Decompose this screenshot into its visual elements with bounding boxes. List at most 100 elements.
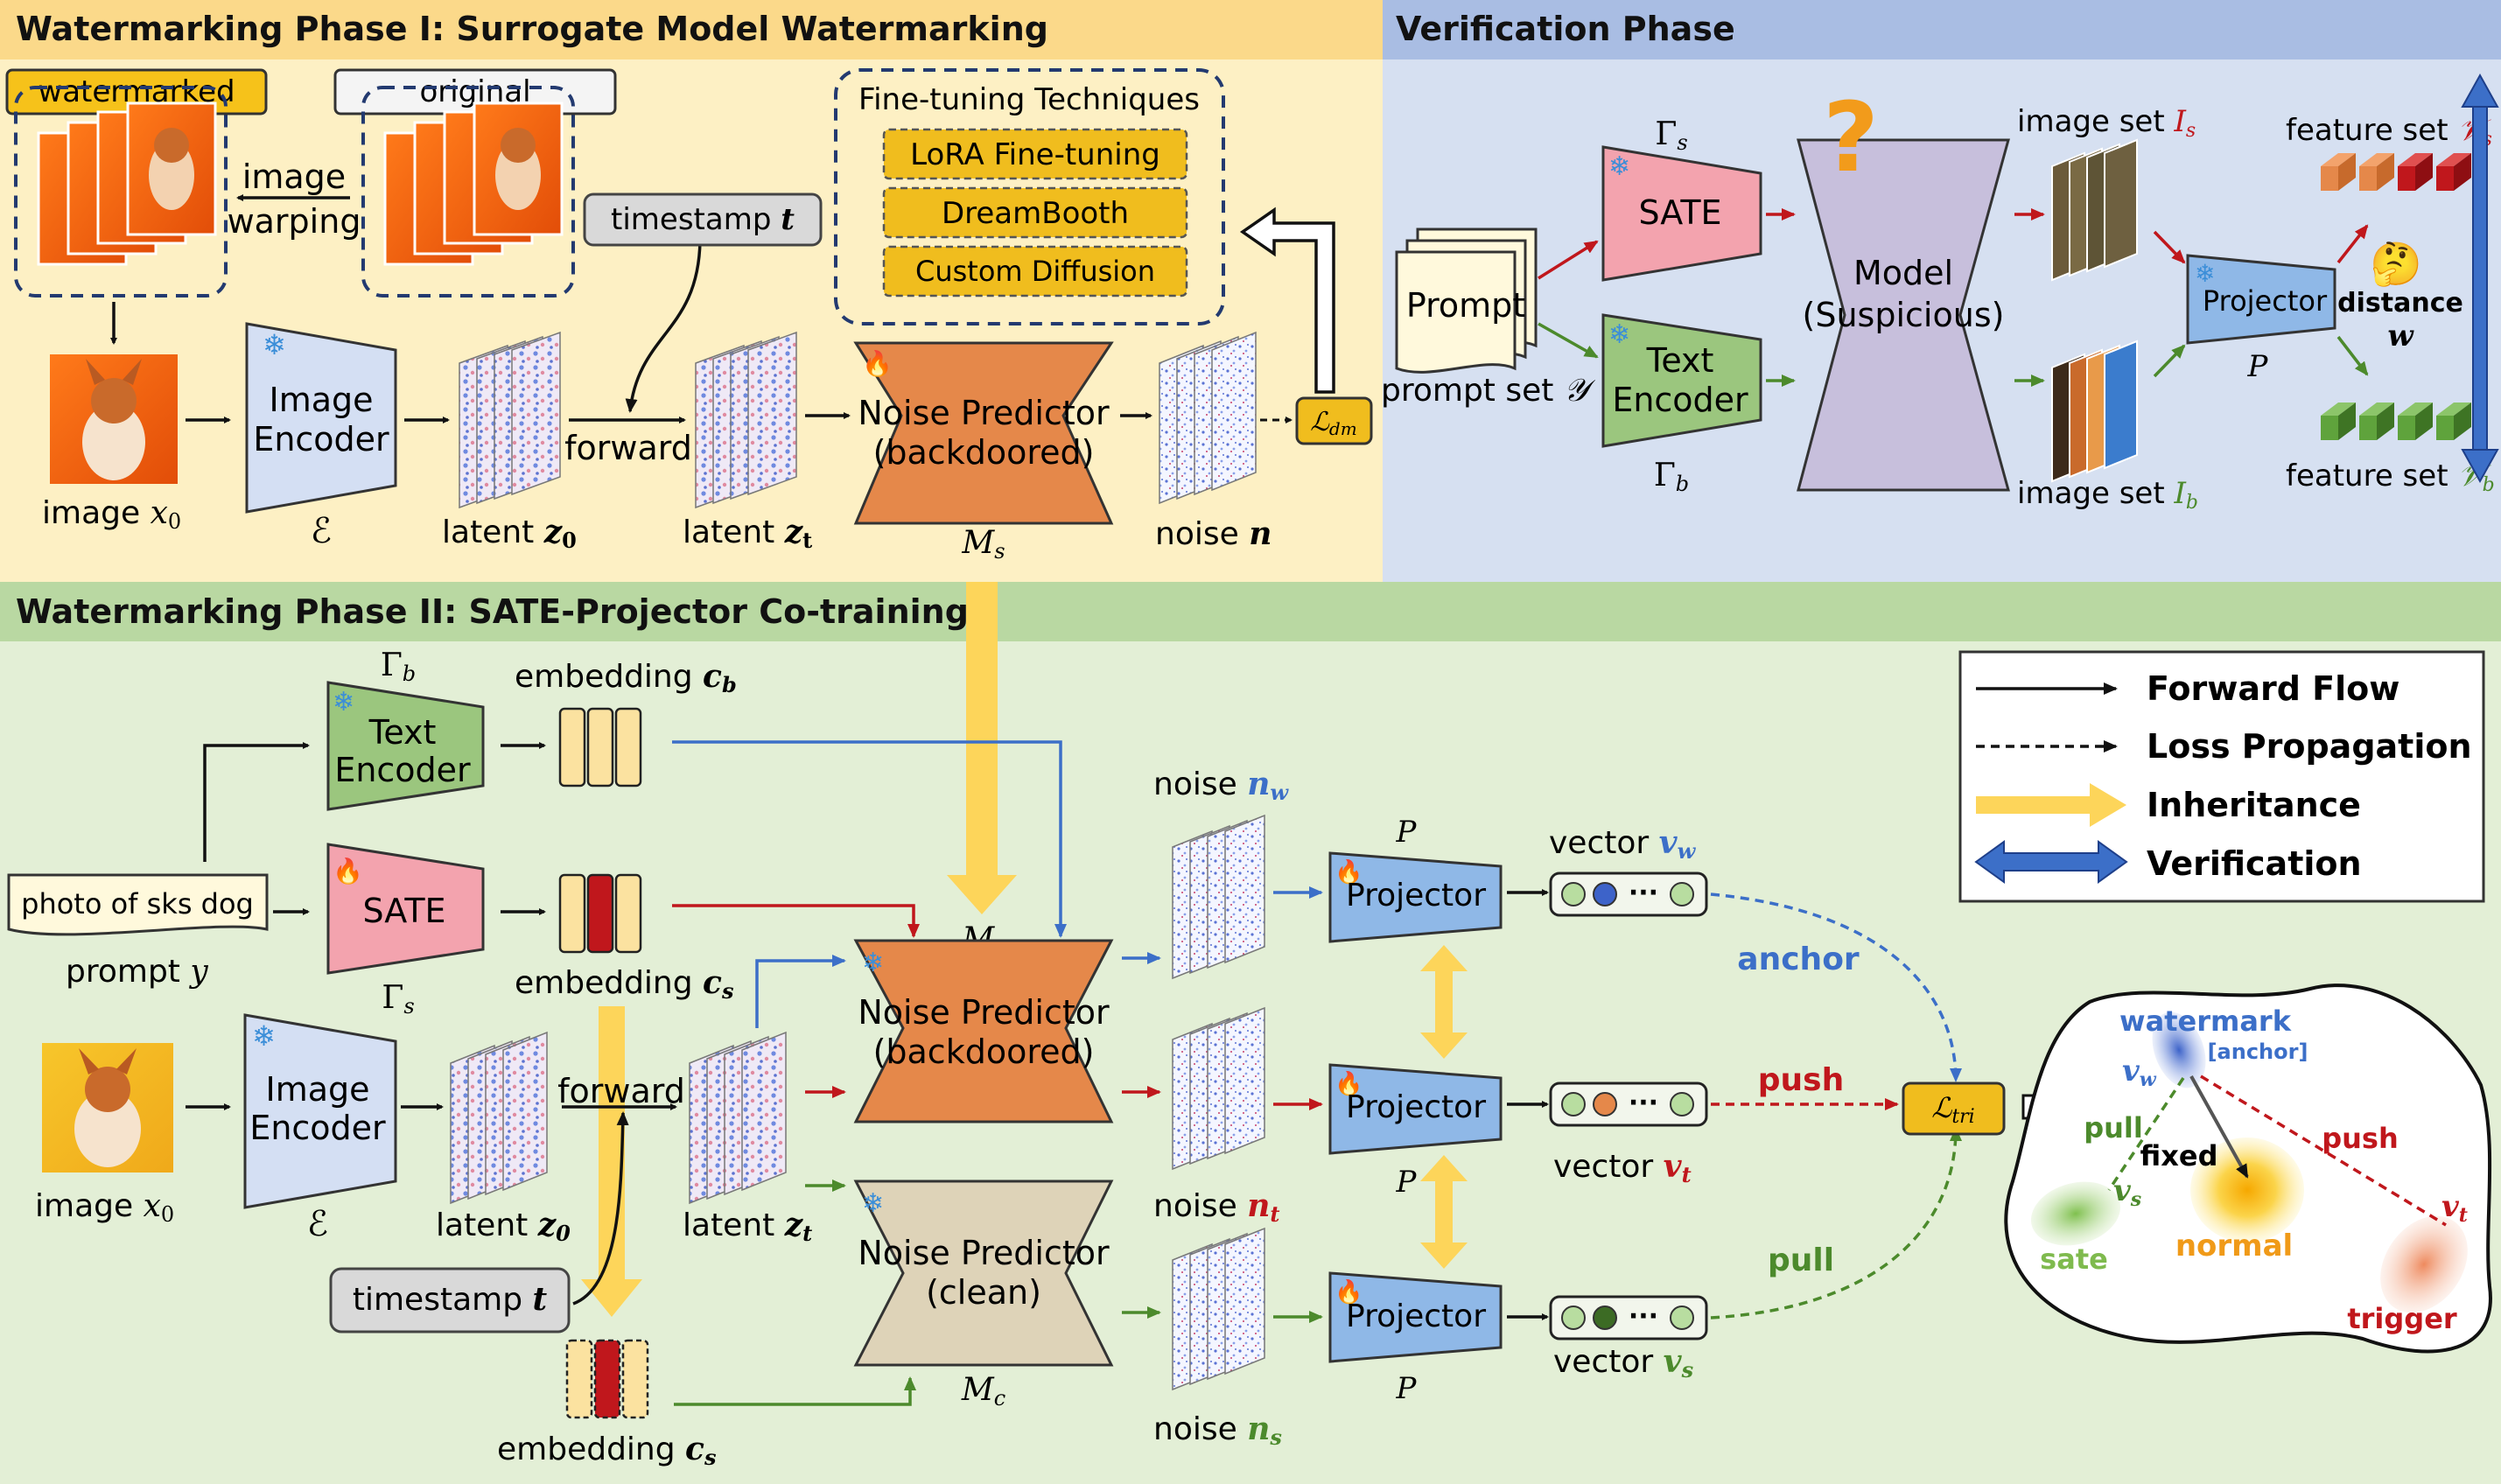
projector-nt-label: Projector	[1346, 1089, 1486, 1125]
timestamp-label: timestamp t	[353, 1281, 548, 1318]
pull-label: pull	[1768, 1242, 1834, 1278]
anchor-tag: [anchor]	[2208, 1040, 2308, 1064]
thinking-face-icon: 🤔	[2370, 240, 2422, 289]
prompt-label: Prompt	[1406, 286, 1525, 325]
shared-weight-arrow-1	[1420, 945, 1468, 1059]
watermarked-images-frame	[14, 86, 228, 298]
timestamp-box	[583, 192, 823, 247]
model-line2: (Suspicious)	[1803, 296, 2005, 334]
text-encoder-line1: Text	[1646, 341, 1714, 380]
space-pull-line	[2107, 1077, 2185, 1191]
model-line1: Model	[1853, 254, 1953, 292]
image-warping-label-1: image	[242, 158, 346, 196]
space-vs-label: vs	[2113, 1173, 2141, 1211]
projector-ns-label: Projector	[1346, 1298, 1486, 1334]
finetune-title: Fine-tuning Techniques	[858, 82, 1200, 117]
cs-to-clean-predictor	[674, 1376, 916, 1406]
anchor-loss-path	[1710, 892, 1962, 1082]
text-encoder-block-phase2	[326, 681, 485, 811]
embedding-cs-dashed-blocks	[565, 1339, 649, 1419]
gamma-b-label: Γb	[1654, 458, 1689, 496]
legend-inheritance-swatch	[1976, 783, 2126, 827]
noise-nw-label: noise nw	[1153, 766, 1289, 805]
forward-label: forward	[557, 1072, 685, 1110]
phase1-title: Watermarking Phase I: Surrogate Model Wa…	[16, 10, 1048, 48]
text-encoder-block-verification	[1601, 313, 1762, 448]
noise-predictor-clean	[853, 1180, 1114, 1367]
original-image-stack	[383, 102, 564, 266]
phase1-header	[0, 0, 1383, 60]
image-label: image x0	[42, 495, 181, 534]
original-images-frame	[361, 86, 575, 298]
ms-symbol: Ms	[961, 525, 1005, 564]
verification-header	[1383, 0, 2501, 60]
noise-n-label: noise n	[1155, 515, 1272, 552]
fire-icon: 🔥	[1335, 1070, 1363, 1097]
legend-verification-label: Verification	[2147, 844, 2362, 883]
prompt-y-label: prompt y	[66, 954, 208, 990]
prompt-text: photo of sks dog	[21, 887, 254, 920]
latent-z0-stack-phase2	[450, 1031, 548, 1205]
snowflake-icon: ❄	[862, 948, 884, 978]
vector-vw-label: vector vw	[1549, 824, 1697, 864]
svg-text:···: ···	[1629, 1301, 1658, 1332]
snowflake-icon: ❄	[1608, 151, 1630, 182]
timestamp-arrow-phase2	[572, 1111, 629, 1306]
feature-set-b-label: feature set 𝒱b	[2286, 458, 2495, 496]
prompt-sate-branch	[203, 742, 310, 862]
space-push-label: push	[2322, 1122, 2399, 1155]
sate-label: SATE	[1638, 193, 1721, 232]
clean-predictor-line1: Noise Predictor	[858, 1234, 1110, 1272]
svg-text:···: ···	[1629, 1088, 1658, 1118]
finetune-item-custom-label: Custom Diffusion	[915, 255, 1155, 288]
watermarked-image-stack	[37, 102, 217, 266]
noise-nw-stack	[1172, 814, 1265, 980]
image-encoder-block-phase2	[243, 1013, 397, 1209]
space-vt-label: vt	[2441, 1189, 2468, 1227]
fire-icon: 🔥	[1335, 858, 1363, 886]
shared-weight-arrow-2	[1420, 1155, 1468, 1269]
sate-cluster	[2030, 1181, 2121, 1246]
watermark-label: watermark	[2119, 1004, 2292, 1038]
image-set-b-label: image set Ib	[2017, 476, 2198, 514]
finetune-item-dreambooth-label: DreamBooth	[942, 196, 1129, 231]
loss-tri-symbol: ℒtri	[1931, 1091, 1974, 1128]
phase2-title: Watermarking Phase II: SATE-Projector Co…	[16, 592, 969, 631]
image-set-s-label: image set Is	[2017, 104, 2196, 142]
trigger-cluster	[2380, 1215, 2468, 1313]
input-image-x0-phase2	[42, 1043, 173, 1172]
fire-icon: 🔥	[1335, 1278, 1363, 1306]
image-encoder-line1: Image	[265, 1070, 369, 1109]
p-symbol-mid: P	[1396, 1165, 1418, 1200]
trigger-label: trigger	[2347, 1302, 2457, 1335]
noise-predictor-line2: (backdoored)	[873, 433, 1095, 472]
vector-vt: ···	[1549, 1082, 1708, 1127]
input-image-x0	[50, 354, 178, 484]
snowflake-icon: ❄	[1608, 319, 1630, 350]
embedding-cb-label: embedding cb	[515, 658, 737, 697]
fire-icon: 🔥	[862, 349, 893, 378]
projector-nt	[1328, 1063, 1503, 1155]
fixed-label: fixed	[2140, 1139, 2218, 1172]
svg-text:···: ···	[1629, 878, 1658, 908]
latent-z0-label: latent z0	[436, 1207, 571, 1246]
space-push-line	[2200, 1074, 2447, 1227]
text-encoder-line2: Encoder	[1612, 381, 1748, 419]
projector-ns	[1328, 1271, 1503, 1363]
vector-vs-label: vector vs	[1553, 1343, 1694, 1382]
legend-inheritance-label: Inheritance	[2147, 786, 2361, 824]
noise-predictor-line1: Noise Predictor	[858, 993, 1110, 1032]
inheritance-arrow-embedding	[581, 1006, 642, 1317]
snowflake-icon: ❄	[252, 1019, 276, 1053]
embedding-cb-blocks	[558, 707, 642, 788]
embedding-cs-label: embedding cs	[515, 964, 734, 1004]
loss-dm-symbol: ℒdm	[1310, 407, 1356, 439]
image-set-s-stack	[2051, 138, 2138, 282]
p-symbol: P	[2247, 349, 2269, 384]
fire-icon: 🔥	[333, 857, 363, 886]
gamma-b-label: Γb	[381, 648, 416, 686]
space-vw-label: vw	[2122, 1054, 2157, 1091]
verification-double-arrow	[2461, 73, 2499, 484]
timestamp-label: timestamp t	[611, 202, 795, 237]
